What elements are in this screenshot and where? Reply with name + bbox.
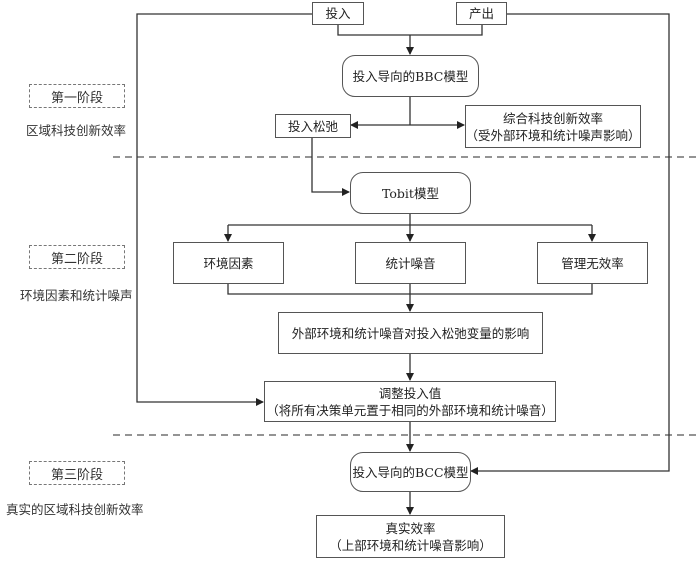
arrow-slack-tobit (311, 137, 350, 196)
true-efficiency-note: （上部环境和统计噪音影响） (329, 537, 492, 553)
stage-3-label: 第三阶段 (29, 461, 125, 485)
env-factors-node: 环境因素 (173, 242, 284, 284)
tobit-model-node: Tobit模型 (350, 172, 471, 214)
stage-3-description: 真实的区域科技创新效率 (6, 502, 144, 517)
bcc-model-node: 投入导向的BCC模型 (350, 452, 471, 492)
impact-on-slack-node: 外部环境和统计噪音对投入松弛变量的影响 (278, 312, 543, 354)
adjust-input-note: （将所有决策单元置于相同的外部环境和统计噪音） (266, 402, 554, 418)
connector-input-bbc (337, 25, 410, 36)
adjust-input-node: 调整投入值 （将所有决策单元置于相同的外部环境和统计噪音） (264, 381, 556, 422)
composite-efficiency-note: （受外部环境和统计噪声影响） (465, 127, 641, 143)
adjust-input-title: 调整投入值 (378, 385, 442, 401)
arrow-output-to-bcc (470, 13, 670, 475)
true-efficiency-title: 真实效率 (385, 520, 436, 536)
stage-2-label: 第二阶段 (29, 245, 125, 269)
stage-2-description: 环境因素和统计噪声 (20, 288, 133, 303)
output-node: 产出 (456, 2, 507, 25)
bbc-model-node: 投入导向的BBC模型 (342, 55, 479, 97)
input-node: 投入 (312, 2, 364, 25)
mgmt-inefficiency-node: 管理无效率 (537, 242, 648, 284)
stage-1-description: 区域科技创新效率 (26, 123, 127, 138)
composite-efficiency-title: 综合科技创新效率 (502, 110, 603, 126)
input-slack-node: 投入松弛 (275, 114, 351, 138)
stage-1-label: 第一阶段 (29, 84, 125, 108)
composite-efficiency-node: 综合科技创新效率 （受外部环境和统计噪声影响） (465, 105, 641, 148)
arrow-input-to-adjust (136, 13, 312, 406)
stat-noise-node: 统计噪音 (355, 242, 466, 284)
true-efficiency-node: 真实效率 （上部环境和统计噪音影响） (316, 515, 505, 558)
connector-output-bbc (410, 25, 483, 36)
